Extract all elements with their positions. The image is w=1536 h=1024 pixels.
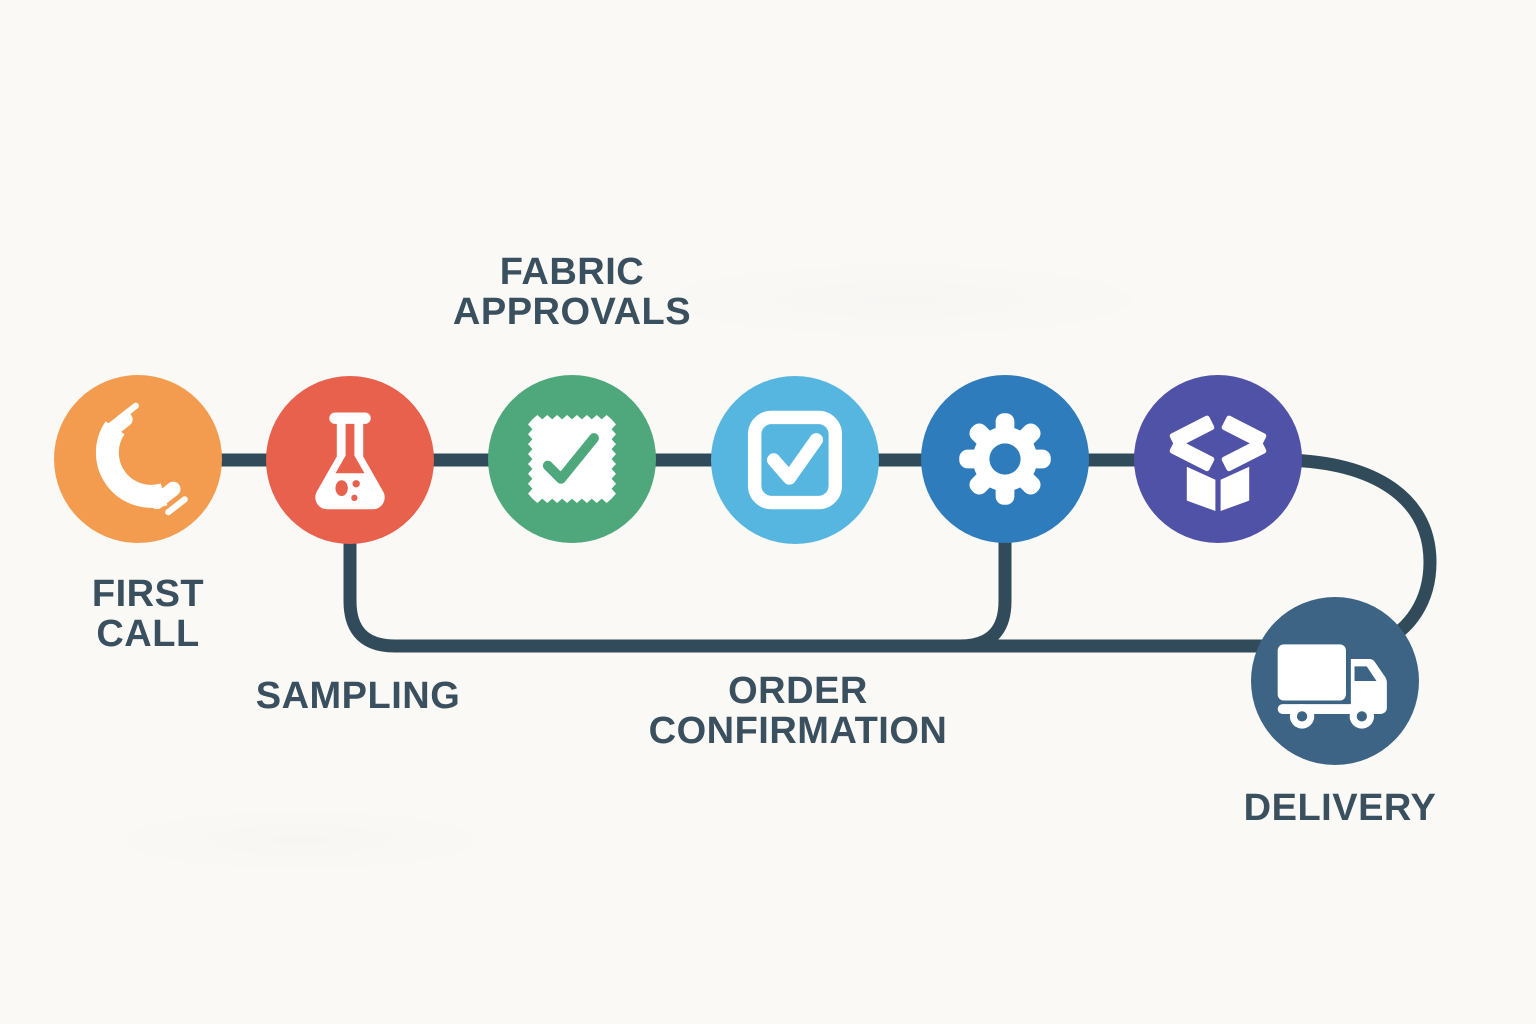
step-label-delivery: DELIVERY [1190,788,1490,828]
loop-flow-line [343,535,1279,653]
label-line: ORDER [728,670,868,712]
label-line: CONFIRMATION [648,710,948,752]
main-flow-line [131,453,1437,649]
label-line: DELIVERY [1243,787,1437,829]
label-line: APPROVALS [452,291,692,333]
step-circle-packing [1134,375,1302,543]
checkbox-check-icon [747,410,843,510]
step-circle-delivery [1251,597,1419,765]
label-line: FIRST [91,573,205,615]
phone-icon [95,402,188,516]
step-label-sampling: SAMPLING [208,676,508,716]
gear-icon [959,413,1051,505]
step-label-order-confirmation: ORDER CONFIRMATION [598,671,998,751]
loop-branch-line [953,535,1012,653]
step-circle-first-call [54,375,222,543]
step-circle-production [921,375,1089,543]
step-circle-order-confirmation [711,376,879,544]
step-label-fabric-approvals: FABRIC APPROVALS [422,252,722,332]
label-line: FABRIC [499,251,645,293]
step-circle-sampling [266,376,434,544]
label-line: SAMPLING [255,675,461,717]
open-box-icon [1169,415,1267,511]
fabric-swatch-check-icon [528,415,616,503]
flask-icon [315,412,385,510]
step-label-first-call: FIRST CALL [38,574,258,654]
truck-icon [1277,644,1387,729]
step-circle-fabric-approvals [488,375,656,543]
label-line: CALL [96,613,200,655]
